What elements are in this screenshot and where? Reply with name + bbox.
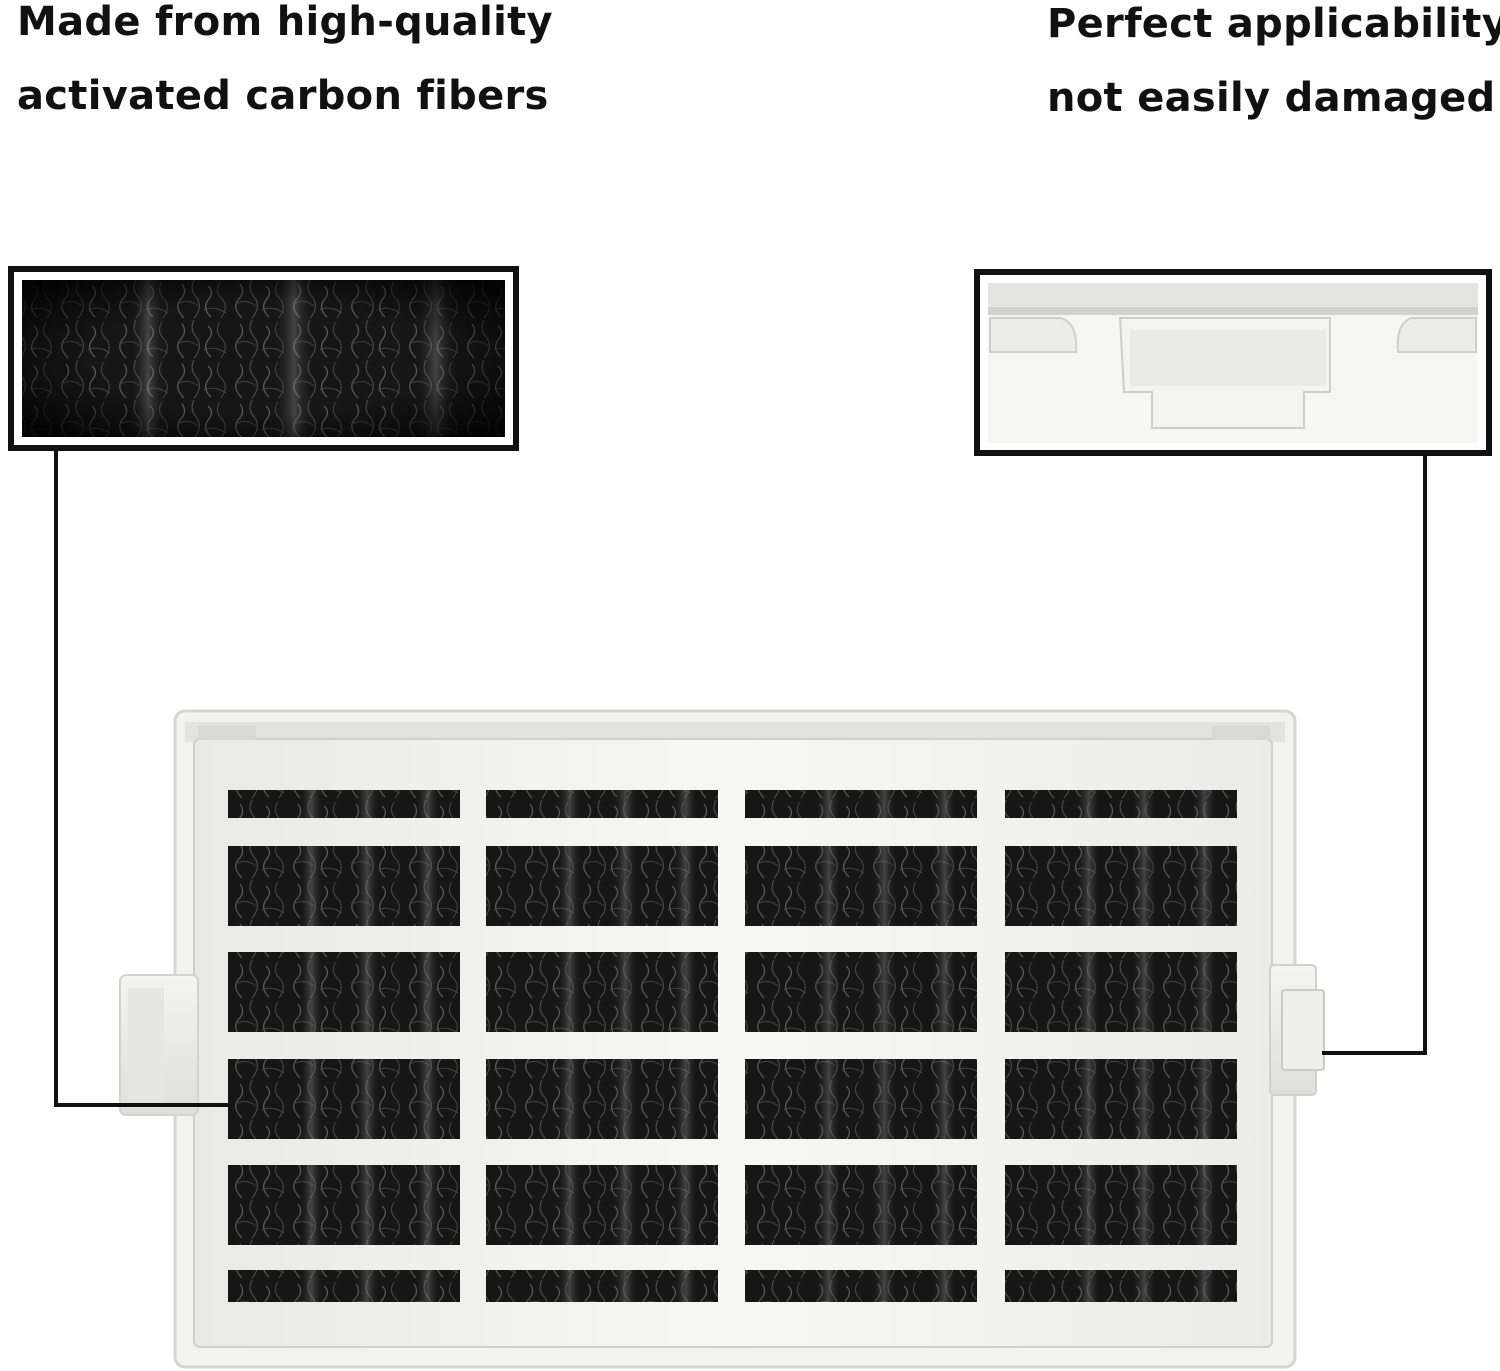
carbon-cell-grid <box>228 790 1237 1302</box>
carbon-cell <box>486 846 718 926</box>
carbon-callout-line <box>54 448 232 1107</box>
carbon-cell <box>1005 846 1237 926</box>
carbon-fiber-caption-line-2: activated carbon fibers <box>17 73 549 119</box>
carbon-cell <box>228 952 460 1032</box>
applicability-caption-line-2: not easily damaged <box>1047 75 1496 121</box>
carbon-cell <box>1005 1165 1237 1245</box>
carbon-cell <box>486 1165 718 1245</box>
filter-right-clip <box>1269 964 1325 1096</box>
carbon-cell <box>228 846 460 926</box>
clip-zoom-inset <box>974 269 1492 456</box>
filter-face <box>193 738 1273 1348</box>
carbon-cell <box>486 952 718 1032</box>
filter-left-tab <box>119 974 199 1116</box>
air-filter <box>119 709 1325 1369</box>
carbon-cell <box>745 846 977 926</box>
carbon-fiber-zoom-inset <box>8 266 519 451</box>
carbon-cell <box>745 952 977 1032</box>
carbon-cell <box>486 1059 718 1139</box>
carbon-cell <box>1005 1059 1237 1139</box>
carbon-cell <box>1005 1270 1237 1302</box>
carbon-cell <box>1005 952 1237 1032</box>
carbon-cell <box>1005 790 1237 818</box>
clip-callout-line <box>1322 453 1427 1055</box>
carbon-cell <box>228 1059 460 1139</box>
applicability-caption: Perfect applicability, not easily damage… <box>1047 0 1500 135</box>
carbon-cell <box>745 1165 977 1245</box>
carbon-cell <box>745 1059 977 1139</box>
carbon-cell <box>745 1270 977 1302</box>
carbon-cell <box>228 1165 460 1245</box>
carbon-cell <box>228 790 460 818</box>
carbon-cell <box>745 790 977 818</box>
carbon-cell <box>486 1270 718 1302</box>
carbon-cell <box>228 1270 460 1302</box>
carbon-cell <box>486 790 718 818</box>
carbon-fiber-caption-line-1: Made from high-quality <box>17 0 553 45</box>
applicability-caption-line-1: Perfect applicability, <box>1047 1 1500 47</box>
carbon-fiber-caption: Made from high-quality activated carbon … <box>17 0 553 133</box>
